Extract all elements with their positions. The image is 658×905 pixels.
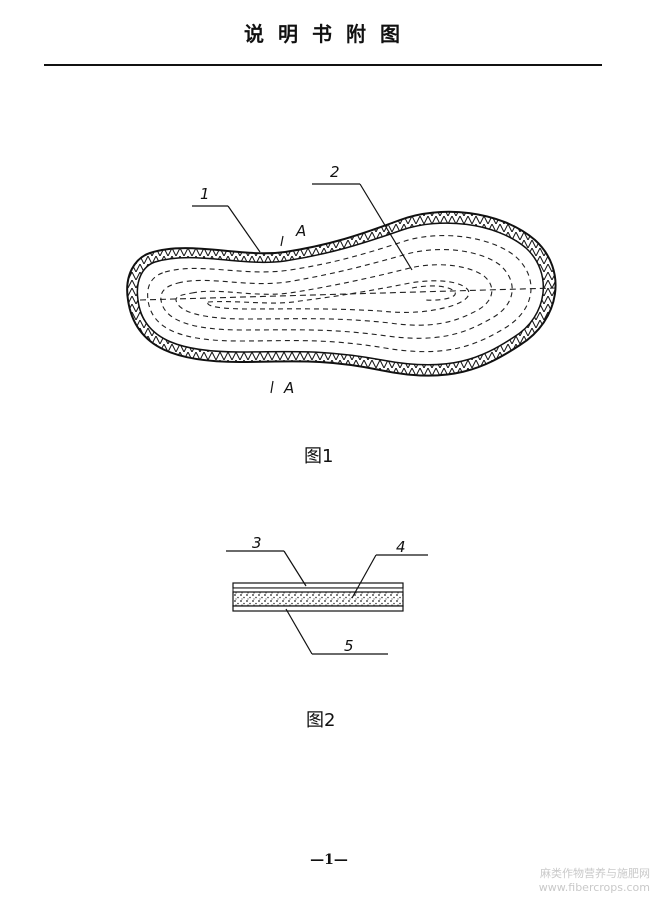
figure2-caption: 图2 — [306, 710, 336, 731]
callout-part2: 2 — [330, 163, 340, 181]
callout-part5: 5 — [344, 637, 354, 655]
figure1-caption: 图1 — [304, 446, 334, 467]
section-mark-bottom-tick — [270, 380, 274, 394]
part2-leader — [359, 183, 413, 271]
figure2-leaders — [226, 550, 428, 655]
header-divider — [44, 64, 602, 66]
part1-leader — [227, 205, 261, 253]
watermark: 麻类作物营养与施肥网 www.fibercrops.com — [539, 867, 650, 895]
section-mark-top: A — [295, 222, 306, 240]
page-number: —1— — [310, 852, 348, 868]
layer-core-filling — [232, 591, 404, 607]
figure1-insole: 1 2 A A — [126, 163, 557, 397]
figure2-cross-section: 3 4 5 — [226, 534, 428, 655]
callout-part1: 1 — [200, 185, 210, 203]
callout-part4: 4 — [396, 538, 406, 556]
part4-leader — [351, 554, 377, 599]
layer-top-fabric — [232, 582, 404, 589]
figure1-leaders — [192, 183, 413, 394]
stitch-lines — [139, 235, 556, 353]
part5-leader — [285, 608, 313, 655]
section-mark-top-tick — [280, 235, 284, 247]
section-mark-bottom: A — [283, 379, 294, 397]
watermark-line1: 麻类作物营养与施肥网 — [540, 867, 650, 880]
callout-part3: 3 — [252, 534, 262, 552]
page-title: 说明书附图 — [244, 22, 414, 46]
layer-bottom-fabric — [232, 605, 404, 612]
part3-leader — [283, 550, 307, 587]
watermark-line2: www.fibercrops.com — [538, 881, 650, 894]
